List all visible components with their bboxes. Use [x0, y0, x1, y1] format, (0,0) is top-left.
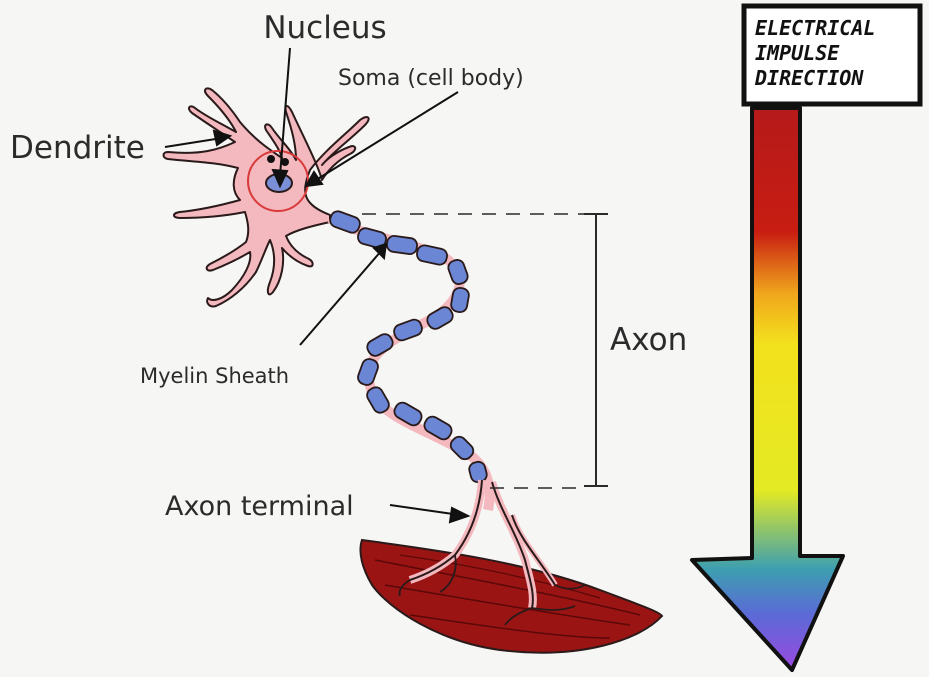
impulse-line-3: DIRECTION: [754, 66, 864, 90]
nucleolus-dot: [267, 155, 275, 163]
label-dendrite: Dendrite: [10, 130, 145, 166]
impulse-arrow: [692, 108, 843, 670]
neuron-cell-body: [164, 88, 369, 306]
myelin-sheath: [328, 209, 488, 483]
impulse-line-2: IMPULSE: [755, 41, 840, 65]
myelin-segment: [386, 235, 418, 255]
myelin-segment: [365, 332, 396, 359]
myelin-segment: [446, 258, 469, 286]
myelin-segment: [328, 209, 362, 234]
label-soma: Soma (cell body): [338, 66, 524, 91]
myelin-segment: [416, 244, 449, 266]
label-nucleus: Nucleus: [263, 10, 386, 46]
label-axon-terminal: Axon terminal: [165, 491, 354, 522]
myelin-segment: [392, 318, 424, 343]
impulse-line-1: ELECTRICAL: [755, 16, 875, 40]
label-myelin-sheath: Myelin Sheath: [140, 364, 289, 388]
axon-core: [330, 218, 490, 510]
muscle-fiber: [360, 540, 662, 653]
myelin-segment: [356, 357, 380, 387]
axon-bracket: [362, 214, 608, 488]
label-axon: Axon: [610, 322, 687, 358]
myelin-segment: [392, 400, 424, 428]
impulse-direction-box: ELECTRICAL IMPULSE DIRECTION: [744, 6, 920, 104]
